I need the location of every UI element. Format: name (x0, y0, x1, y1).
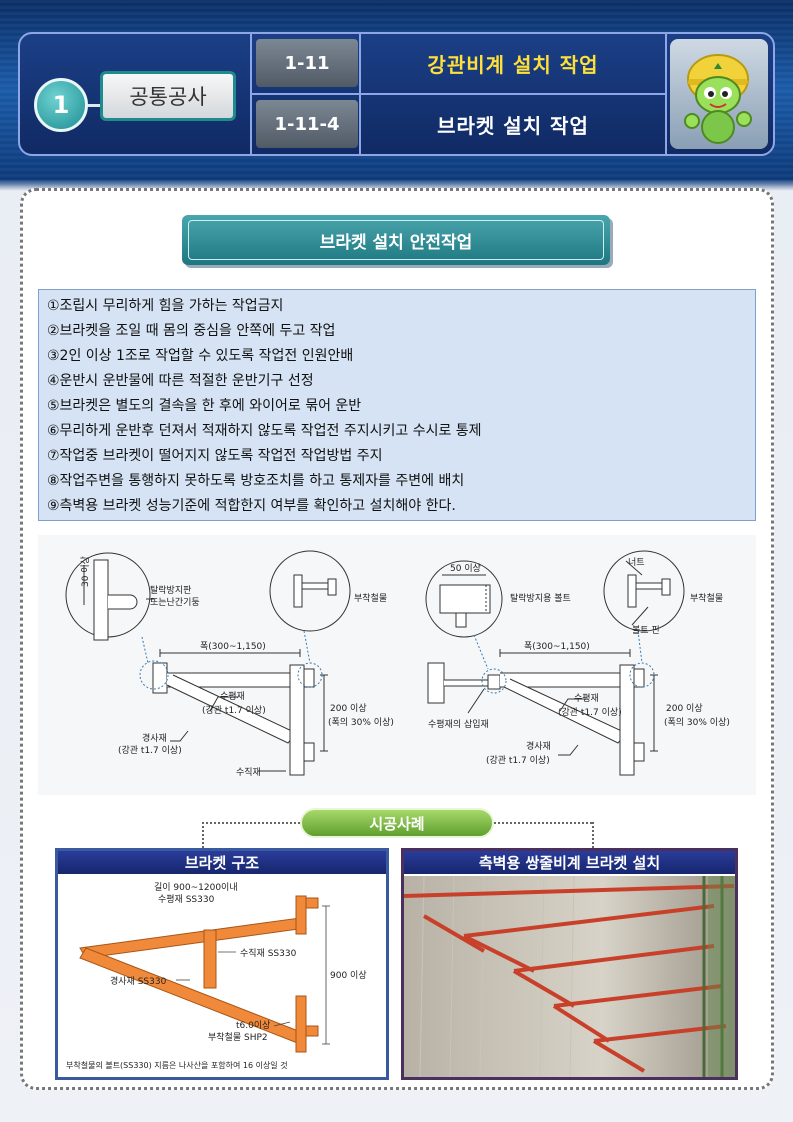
safety-rules-list: ①조립시 무리하게 힘을 가하는 작업금지 ②브라켓을 조일 때 몸의 중심을 … (38, 289, 756, 521)
section-title: 브라켓 설치 안전작업 (188, 220, 604, 260)
rule-item: ⑤브라켓은 별도의 결속을 한 후에 와이어로 묶어 운반 (47, 398, 362, 414)
label-vertical-left: 수직재 (236, 767, 261, 778)
label-attach-left: 부착철물 (354, 593, 387, 604)
card-title: 측벽용 쌍줄비계 브라켓 설치 (404, 851, 735, 876)
label-width-left: 폭(300~1,150) (200, 641, 266, 652)
connector-line (202, 822, 300, 824)
section-title-banner: 브라켓 설치 안전작업 (182, 215, 610, 265)
label-nut: 너트 (628, 557, 645, 568)
code-sub: 1-11-4 (256, 100, 358, 148)
label-length: 길이 900~1200이내 (154, 882, 238, 893)
label-horizontal-right: 수평재 (574, 693, 599, 704)
label-note: 부착철물의 볼트(SS330) 지름은 나사산을 포함하여 16 이상일 것 (66, 1060, 288, 1070)
label-diagonal-right: 경사재 (526, 740, 551, 752)
right-bracket-drawing (425, 550, 685, 776)
left-bracket-drawing (65, 550, 351, 776)
label-dim-200-note-right: (폭의 30% 이상) (664, 717, 730, 728)
label-dim-50: 50 이상 (450, 563, 481, 574)
examples-label: 시공사례 (300, 808, 494, 838)
label-anti-fall: 탈락방지판 (150, 584, 191, 596)
divider (665, 34, 667, 154)
rule-item: ⑦작업중 브라켓이 떨어지지 않도록 작업전 작업방법 주지 (47, 448, 383, 464)
label-dim-200-note-left: (폭의 30% 이상) (328, 717, 394, 728)
title-main: 강관비계 설치 작업 (427, 53, 599, 77)
label-dim-30: 30 이상 (80, 556, 91, 587)
rule-item: ⑧작업주변을 통행하지 못하도록 방호조치를 하고 통제자를 주변에 배치 (47, 473, 465, 489)
label-height: 900 이상 (330, 970, 367, 981)
label-attach-right: 부착철물 (690, 593, 723, 604)
rule-item: ③2인 이상 1조로 작업할 수 있도록 작업전 인원안배 (47, 348, 354, 364)
installation-photo (403, 875, 735, 1078)
bracket-diagram: 30 이상 탈락방지판 또는난간기둥 부착철물 폭(300~1,150) 수평재… (38, 535, 756, 795)
label-horiz: 수평재 SS330 (158, 894, 215, 905)
label-bolt-pin: 볼트 핀 (632, 625, 660, 636)
section-number-badge: 1 (34, 78, 88, 132)
header: 1 공통공사 1-11 1-11-4 강관비계 설치 작업 브라켓 설치 작업 (18, 32, 775, 156)
label-diagonal-left: 경사재 (142, 732, 167, 744)
label-dim-200-right: 200 이상 (666, 703, 703, 714)
label-dim-200-left: 200 이상 (330, 703, 367, 714)
label-horizontal-left: 수평재 (220, 691, 245, 702)
label-diagonal-spec-right: (강관 t1.7 이상) (486, 755, 550, 766)
installation-photo-card: 측벽용 쌍줄비계 브라켓 설치 (401, 848, 738, 1080)
divider (250, 93, 665, 95)
title-sub: 브라켓 설치 작업 (437, 114, 589, 138)
category-label: 공통공사 (100, 71, 236, 121)
label-diagonal-spec-left: (강관 t1.7 이상) (118, 745, 182, 756)
label-attach: 부착철물 SHP2 (208, 1032, 268, 1043)
mascot-image (670, 39, 768, 149)
mascot-icon (684, 54, 752, 144)
rule-item: ⑨측벽용 브라켓 성능기준에 적합한지 여부를 확인하고 설치해야 한다. (47, 498, 456, 514)
rule-item: ②브라켓을 조일 때 몸의 중심을 안쪽에 두고 작업 (47, 323, 336, 339)
bracket-structure-drawing: 길이 900~1200이내 수평재 SS330 수직재 SS330 경사재 SS… (66, 882, 367, 1070)
label-horizontal-spec-left: (강관 t1.7 이상) (202, 705, 266, 716)
label-anti-fall-2: 또는난간기둥 (150, 597, 200, 608)
connector-line (592, 822, 594, 848)
connector-line (494, 822, 592, 824)
rule-item: ④운반시 운반물에 따른 적절한 운반기구 선정 (47, 373, 314, 389)
connector-line (202, 822, 204, 848)
card-title: 브라켓 구조 (58, 851, 386, 876)
label-anti-fall-bolt: 탈락방지용 볼트 (510, 592, 571, 604)
header-category-area: 1 공통공사 (20, 34, 250, 154)
label-thick: t6.0이상 (236, 1020, 270, 1031)
label-horizontal-spec-right: (강관 t1.7 이상) (558, 707, 622, 718)
rule-item: ①조립시 무리하게 힘을 가하는 작업금지 (47, 298, 284, 314)
code-main: 1-11 (256, 39, 358, 87)
label-vert: 수직재 SS330 (240, 948, 297, 959)
label-width-right: 폭(300~1,150) (524, 641, 590, 652)
label-vertical-insert: 수평재의 삽입재 (428, 718, 489, 730)
rule-item: ⑥무리하게 운반후 던져서 적재하지 않도록 작업전 주지시키고 수시로 통제 (47, 423, 482, 439)
label-diag: 경사재 SS330 (110, 975, 167, 987)
bracket-structure-card: 브라켓 구조 길이 900~1200이내 수평재 SS330 수직재 SS330… (55, 848, 389, 1080)
